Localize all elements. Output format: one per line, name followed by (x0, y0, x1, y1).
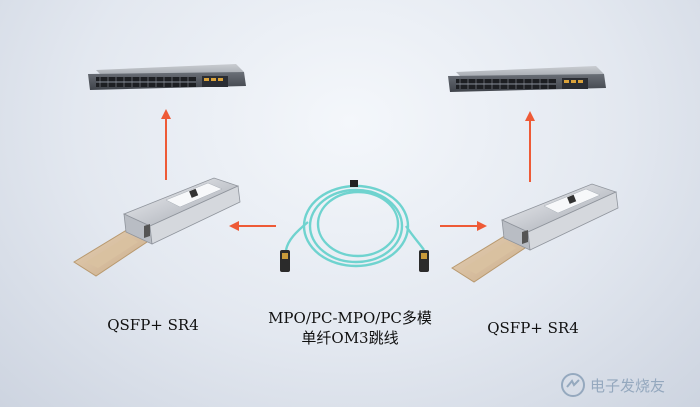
watermark-text: 电子发烧友 (590, 376, 666, 395)
watermark: 电子发烧友 (560, 372, 665, 398)
label-cable: MPO/PC-MPO/PC多模 单纤OM3跳线 (230, 308, 470, 348)
cable-clip (350, 180, 358, 187)
label-cable-line1: MPO/PC-MPO/PC多模 (268, 309, 432, 327)
qsfp-module-left (73, 177, 241, 277)
qsfp-module-right (451, 183, 619, 283)
label-qsfp-right: QSFP+ SR4 (487, 319, 579, 337)
label-qsfp-left: QSFP+ SR4 (107, 316, 199, 334)
mpo-connector-left (280, 250, 290, 272)
mpo-fiber-cable (284, 184, 425, 268)
label-cable-line2: 单纤OM3跳线 (301, 329, 399, 347)
network-switch-right (448, 66, 606, 92)
network-switch-left (88, 64, 246, 90)
mpo-connector-right (419, 250, 429, 272)
elecfans-logo-icon (561, 373, 585, 397)
